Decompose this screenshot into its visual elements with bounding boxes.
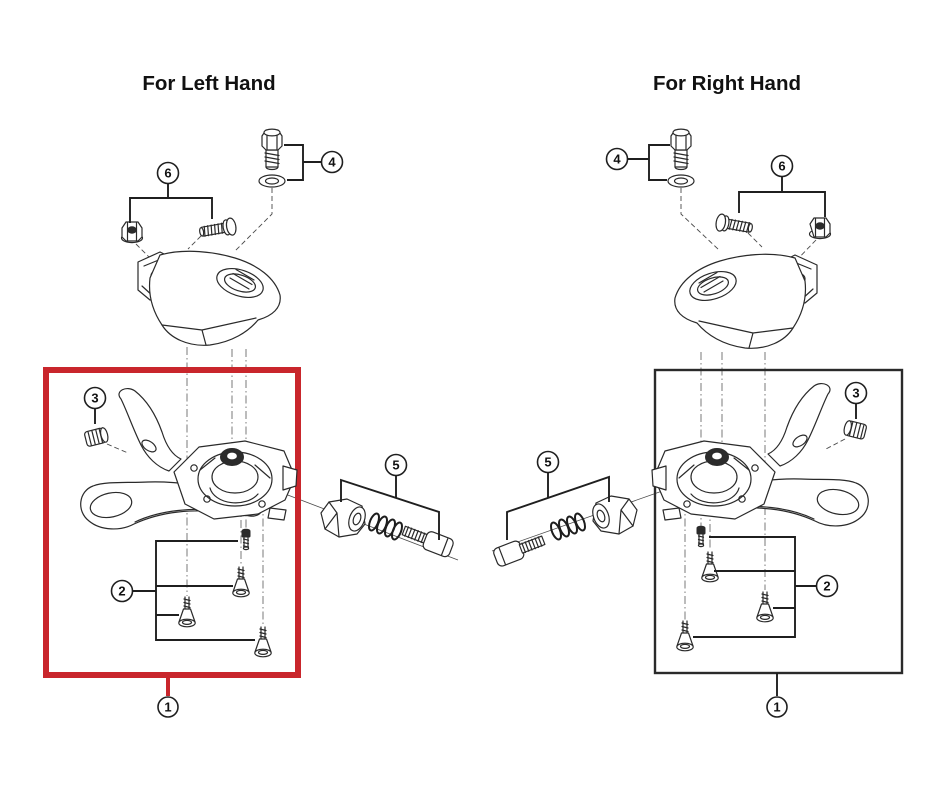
callout-4-right: 4 (605, 144, 670, 181)
mounting-screws-left (178, 528, 272, 658)
cable-axis-right (491, 488, 669, 552)
trigger-lever-right (767, 382, 831, 467)
mounting-screws-right (676, 525, 774, 652)
svg-text:5: 5 (392, 458, 399, 473)
adjuster-barrel-left (320, 498, 366, 538)
diagram-title-right: For Right Hand (653, 72, 801, 95)
indicator-window-left (216, 267, 264, 299)
shifter-body-left (80, 387, 298, 530)
spring-right (549, 512, 587, 541)
callout-5-right: 5 (506, 450, 610, 540)
svg-text:1: 1 (773, 700, 780, 715)
clamp-bolt-right (667, 128, 695, 188)
svg-text:2: 2 (823, 579, 830, 594)
right-assembly: For Right Hand (491, 72, 904, 718)
spring-left (367, 512, 404, 541)
callout-5-left: 5 (340, 453, 440, 540)
cover-housing-left (137, 250, 281, 346)
fixing-screw-right (715, 213, 753, 233)
svg-text:2: 2 (118, 584, 125, 599)
cable-anchor-left (282, 465, 298, 491)
callout-2-left: 2 (110, 540, 255, 641)
clamp-nut-left (120, 221, 144, 244)
cable-adjuster-set-right (493, 495, 638, 567)
adjuster-barrel-right (592, 495, 638, 535)
svg-text:4: 4 (328, 155, 336, 170)
adjust-bolt-left (401, 525, 454, 558)
unit-box-part1-right (653, 368, 904, 675)
fixing-hardware-left (120, 217, 237, 244)
callout-1-left: 1 (157, 674, 179, 718)
indicator-window-right (689, 270, 737, 302)
cable-anchor-right (651, 465, 667, 491)
callout-1-right: 1 (766, 673, 788, 718)
highlight-box-part1 (43, 367, 301, 678)
trigger-lever-left (118, 387, 182, 472)
callout-3-left: 3 (83, 386, 107, 424)
callout-4-left: 4 (284, 144, 344, 181)
adjust-bolt-right (493, 535, 546, 567)
fixing-hardware-right (715, 213, 832, 240)
washer-left (258, 174, 286, 188)
callout-6-left: 6 (129, 161, 213, 223)
cable-adjuster-set-left (320, 498, 454, 558)
adjuster-cap-right (843, 420, 867, 440)
diagram-title-left: For Left Hand (142, 72, 275, 95)
shifter-body-right (651, 382, 869, 527)
clamp-bolt-left (258, 128, 286, 188)
svg-text:4: 4 (613, 152, 621, 167)
adjuster-cap-left (84, 427, 109, 447)
svg-text:3: 3 (852, 386, 859, 401)
svg-text:6: 6 (164, 166, 171, 181)
callout-2-right: 2 (693, 536, 839, 638)
svg-text:5: 5 (544, 455, 551, 470)
left-assembly: For Left Hand (43, 72, 459, 718)
clamp-nut-right (808, 217, 832, 240)
cover-housing-right (674, 253, 818, 349)
callout-6-right: 6 (738, 154, 826, 217)
callout-3-right: 3 (844, 381, 868, 419)
svg-text:1: 1 (164, 700, 171, 715)
washer-right (667, 174, 695, 188)
svg-text:6: 6 (778, 159, 785, 174)
svg-text:3: 3 (91, 391, 98, 406)
fixing-screw-left (199, 217, 237, 237)
